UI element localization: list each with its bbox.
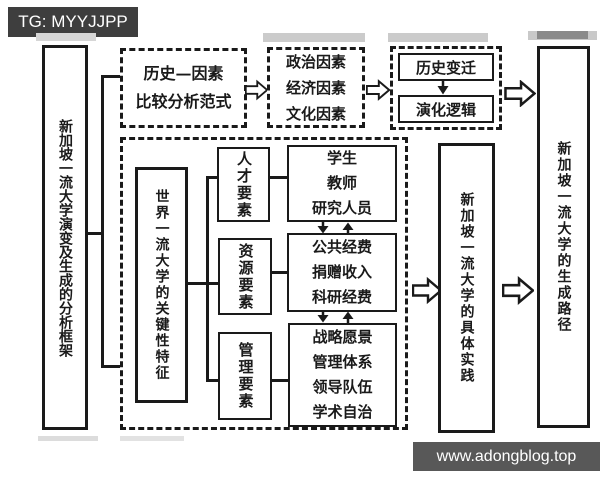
factor-politics: 政治因素: [285, 52, 346, 71]
paradigm-line-1: 历史—因素: [143, 64, 224, 83]
connector-line: [101, 75, 104, 368]
tg-watermark-text: TG: MYYJJPP: [18, 12, 128, 31]
factor-economy: 经济因素: [285, 78, 346, 97]
connector-line: [272, 271, 287, 274]
right-arrow-icon: [366, 79, 390, 101]
watermark-smudge: [120, 436, 184, 441]
resource-item-research-funds: 科研经费: [311, 288, 372, 306]
generation-path-box: 新加坡一流大学的生成路径: [537, 46, 590, 428]
watermark-smudge: [36, 33, 96, 41]
site-watermark-text: www.adongblog.top: [436, 447, 577, 465]
down-arrow-icon: [317, 222, 329, 234]
management-detail-box: 战略愿景 管理体系 领导队伍 学术自治: [288, 323, 397, 427]
management-item-autonomy: 学术自治: [312, 403, 373, 421]
connector-line: [101, 75, 122, 78]
key-features-box: 世界一流大学的关键性特征: [135, 167, 188, 403]
history-change-label: 历史变迁: [415, 58, 476, 77]
connector-line: [270, 176, 287, 179]
connector-line: [206, 176, 209, 382]
watermark-smudge: [263, 33, 365, 42]
paradigm-box: 历史—因素 比较分析范式: [120, 48, 247, 128]
up-arrow-icon: [342, 311, 354, 323]
generation-path-label: 新加坡一流大学的生成路径: [555, 141, 572, 333]
connector-line: [272, 379, 288, 382]
resource-detail-box: 公共经费 捐赠收入 科研经费: [287, 233, 397, 312]
resource-element-box: 资源要素: [218, 238, 272, 315]
watermark-smudge: [537, 31, 588, 39]
talent-item-students: 学生: [326, 149, 357, 167]
connector-line: [101, 365, 122, 368]
analysis-framework-box: 新加坡一流大学演变及生成的分析框架: [42, 45, 88, 430]
factors-box: 政治因素 经济因素 文化因素: [267, 47, 365, 128]
evolution-logic-label: 演化逻辑: [415, 100, 476, 119]
resource-item-public-funds: 公共经费: [311, 238, 372, 256]
talent-item-researchers: 研究人员: [311, 199, 372, 217]
up-arrow-icon: [342, 222, 354, 234]
connector-line: [88, 232, 103, 235]
history-change-box: 历史变迁: [398, 53, 494, 81]
analysis-framework-label: 新加坡一流大学演变及生成的分析框架: [57, 118, 73, 357]
right-arrow-icon: [504, 80, 536, 107]
talent-item-teachers: 教师: [326, 174, 357, 192]
concrete-practice-label: 新加坡一流大学的具体实践: [458, 192, 475, 384]
talent-element-box: 人才要素: [217, 147, 270, 222]
talent-element-label: 人才要素: [235, 150, 253, 219]
down-arrow-icon: [317, 311, 329, 323]
watermark-smudge: [388, 33, 488, 42]
resource-item-donations: 捐赠收入: [311, 263, 372, 281]
resource-element-label: 资源要素: [236, 242, 255, 311]
evolution-logic-box: 演化逻辑: [398, 95, 494, 123]
management-item-leadership: 领导队伍: [312, 378, 373, 396]
right-arrow-icon: [412, 276, 442, 305]
connector-line: [188, 282, 220, 285]
right-arrow-icon: [245, 79, 268, 101]
right-arrow-icon: [502, 276, 534, 305]
site-watermark-banner: www.adongblog.top: [413, 442, 600, 471]
down-arrow-icon: [437, 81, 449, 95]
connector-line: [206, 176, 219, 179]
management-item-vision: 战略愿景: [312, 328, 373, 346]
concrete-practice-box: 新加坡一流大学的具体实践: [438, 143, 495, 433]
management-element-label: 管理要素: [236, 342, 255, 410]
key-features-label: 世界一流大学的关键性特征: [153, 189, 170, 381]
management-element-box: 管理要素: [218, 332, 272, 420]
connector-line: [206, 379, 220, 382]
tg-watermark-banner: TG: MYYJJPP: [8, 7, 138, 37]
paradigm-line-2: 比较分析范式: [135, 92, 232, 111]
watermark-smudge: [38, 436, 98, 441]
factor-culture: 文化因素: [285, 104, 346, 123]
management-item-system: 管理体系: [312, 353, 373, 371]
talent-detail-box: 学生 教师 研究人员: [287, 145, 397, 222]
